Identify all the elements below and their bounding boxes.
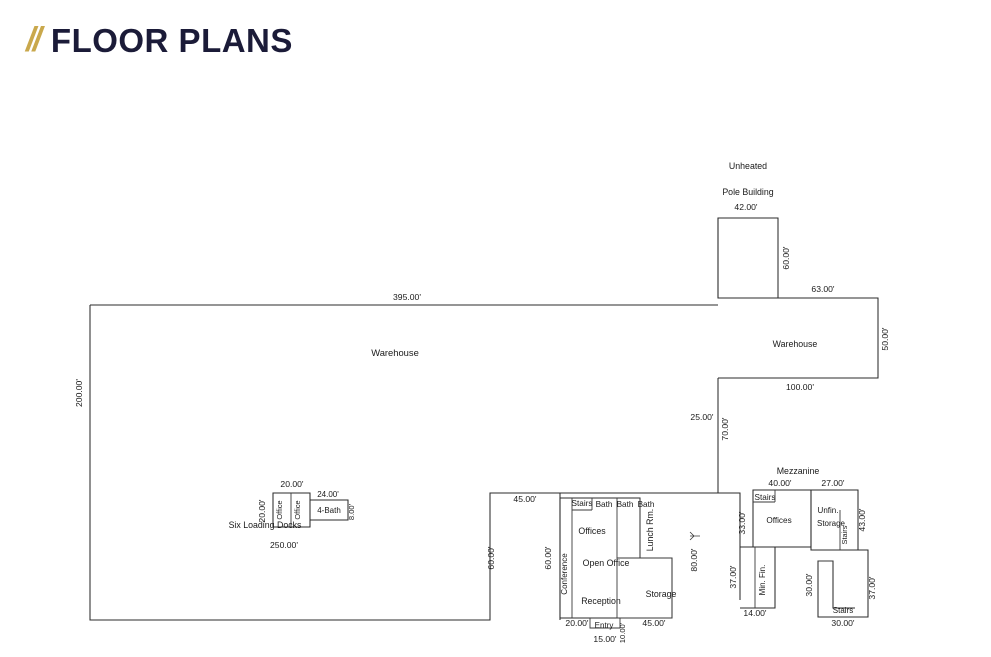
room-label-mezz-stairs: Stairs [755, 493, 776, 502]
room-label-bath-1: Bath [596, 500, 613, 509]
page-header: // FLOOR PLANS [0, 0, 991, 80]
dim-conn-80: 80.00' [689, 548, 699, 572]
room-label-pole-building-1: Unheated [729, 161, 767, 171]
four-bath-outline [310, 499, 349, 521]
dim-main-left: 200.00' [74, 379, 84, 407]
room-label-conference: Conference [560, 553, 569, 595]
room-label-bath-2: Bath [617, 500, 634, 509]
room-label-mezz-stairs-right: Stairs [840, 525, 849, 544]
dim-stairs-37: 37.00' [867, 576, 877, 600]
dim-minfin-14: 14.00' [743, 608, 767, 618]
dim-wing-45: 45.00' [513, 494, 537, 504]
floor-plan-svg: Warehouse Warehouse Unheated Pole Buildi… [74, 161, 890, 644]
room-label-warehouse-main: Warehouse [371, 347, 419, 358]
warehouse-right-outline [718, 297, 879, 379]
dim-pole-right: 60.00' [781, 246, 791, 270]
room-label-offices: Offices [578, 526, 606, 536]
dimension-lines-group [689, 531, 700, 541]
dim-mezz-40: 40.00' [768, 478, 792, 488]
room-label-office-a: Office [275, 500, 284, 519]
dimline-conn-80 [689, 531, 700, 541]
room-label-bath-3: Bath [638, 500, 655, 509]
dim-bath-right: 8.00' [347, 503, 356, 520]
room-label-stairs-office: Stairs [572, 499, 593, 508]
room-label-loading-docks: Six Loading Docks [229, 520, 302, 530]
dim-minfin-37: 37.00' [728, 565, 738, 589]
room-label-lunch-room: Lunch Rm. [645, 509, 655, 552]
office-bath-block-outline [272, 492, 311, 528]
room-label-four-bath: 4-Bath [317, 506, 341, 515]
pole-building-outline [717, 217, 779, 299]
dim-mezz-27: 27.00' [821, 478, 845, 488]
lunchroom-divider [616, 498, 641, 558]
connector-outline [718, 492, 741, 600]
floor-plan-diagram: Warehouse Warehouse Unheated Pole Buildi… [0, 80, 991, 657]
page-title: FLOOR PLANS [50, 21, 293, 59]
dim-connector-25: 25.00' [690, 412, 714, 422]
room-label-mezz-offices: Offices [766, 516, 791, 525]
dim-connector-70: 70.00' [720, 417, 730, 441]
dim-office-left: 20.00' [257, 499, 267, 523]
dim-office-top: 20.00' [280, 479, 304, 489]
dim-entry-15: 15.00' [593, 634, 617, 644]
room-label-storage: Storage [646, 589, 677, 599]
dim-pole-top: 42.00' [734, 202, 758, 212]
slash-accent-icon: // [26, 21, 42, 59]
dim-wh-right-bottom: 100.00' [786, 382, 814, 392]
dim-wh-right-top: 63.00' [811, 284, 835, 294]
dim-mezz-33: 33.00' [737, 511, 747, 535]
dim-main-top: 395.00' [393, 292, 421, 302]
room-label-unfin-storage-2: Storage [817, 519, 846, 528]
room-label-mezzanine: Mezzanine [777, 466, 820, 476]
dim-main-bottom: 250.00' [270, 540, 298, 550]
dim-entry-20: 20.00' [565, 618, 589, 628]
dimension-labels-group: 42.00' 60.00' 395.00' 63.00' 50.00' 100.… [74, 202, 890, 644]
room-label-entry: Entry [595, 621, 614, 630]
room-labels-group: Warehouse Warehouse Unheated Pole Buildi… [229, 161, 854, 630]
building-outline-group [89, 217, 879, 629]
entry-outline [589, 618, 621, 629]
room-label-unfin-storage-1: Unfin. [818, 506, 839, 515]
min-fin-outline [740, 546, 776, 609]
room-label-reception: Reception [581, 596, 621, 606]
room-label-stairs-bottom: Stairs [833, 606, 853, 615]
dim-stairs-30-v: 30.00' [804, 573, 814, 597]
room-label-min-fin: Min. Fin. [758, 565, 767, 596]
dim-entry-10: 10.00' [618, 622, 627, 643]
room-label-open-office: Open Office [583, 558, 630, 568]
dim-stairs-30-h: 30.00' [831, 618, 855, 628]
dim-mezz-43: 43.00' [857, 508, 867, 532]
storage-outline [616, 557, 673, 619]
dim-wh-right-side: 50.00' [880, 327, 890, 351]
dim-wing-left-60: 60.00' [486, 546, 496, 570]
room-label-pole-building-2: Pole Building [722, 187, 773, 197]
room-label-office-b: Office [293, 500, 302, 519]
mezz-stairs-divider [753, 490, 776, 503]
bottom-stairs-outline [817, 549, 869, 618]
room-label-warehouse-right: Warehouse [773, 339, 818, 349]
stairs-divider [572, 498, 593, 511]
dim-storage-45: 45.00' [642, 618, 666, 628]
dim-wing-inner-60: 60.00' [543, 546, 553, 570]
dim-bath-top: 24.00' [317, 490, 339, 499]
main-warehouse-outline [89, 218, 719, 621]
